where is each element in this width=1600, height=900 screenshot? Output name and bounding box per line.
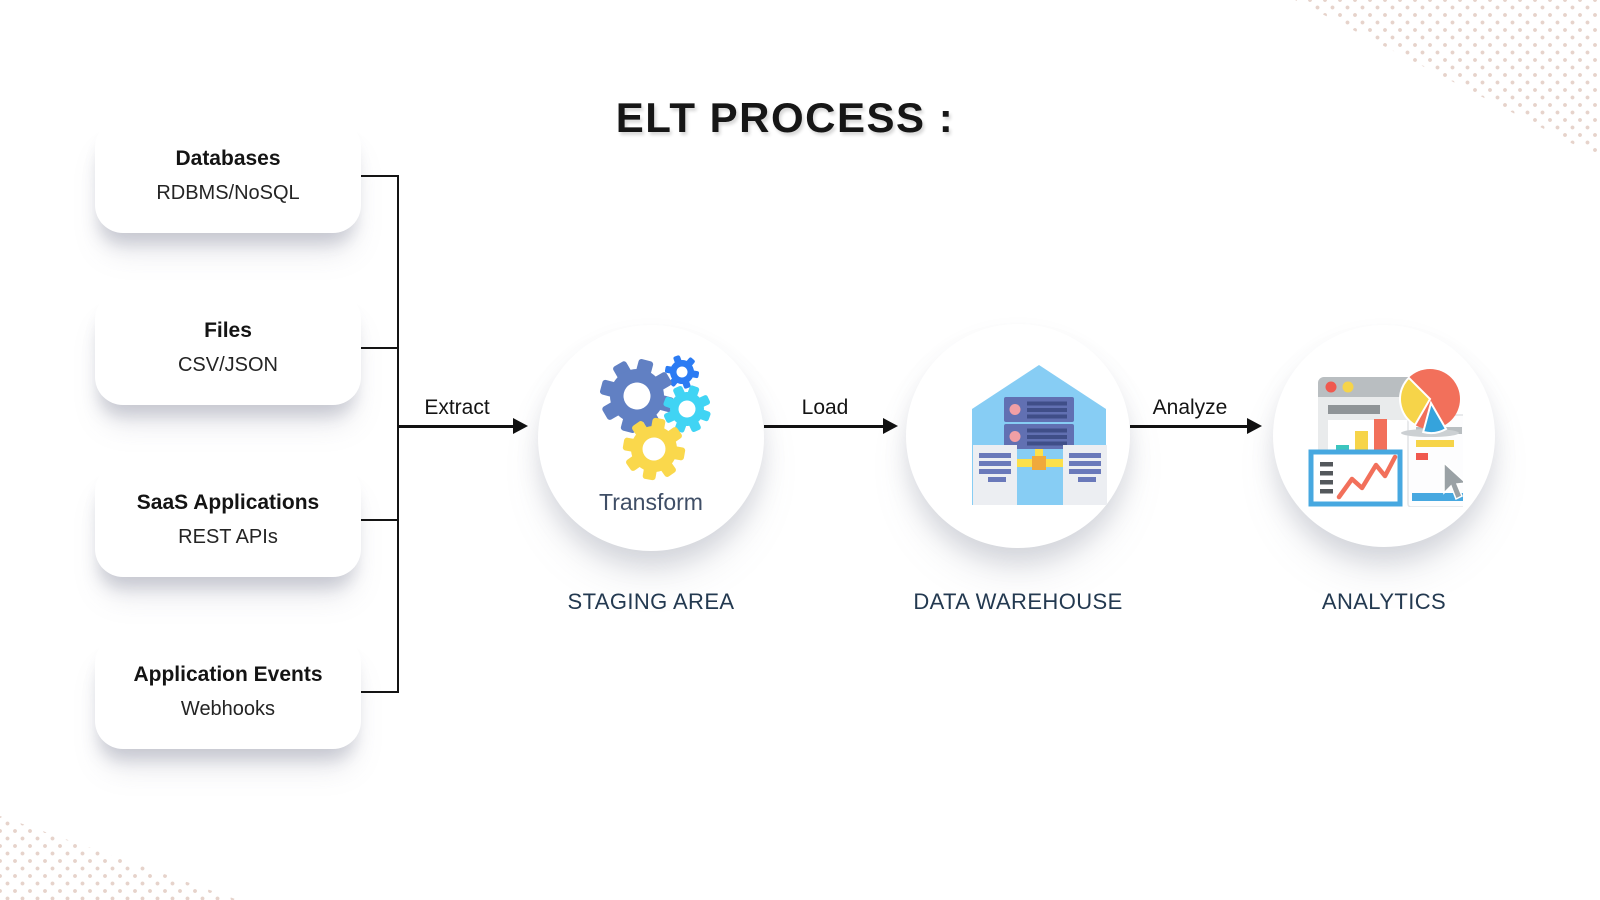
- load-arrow: [764, 425, 884, 428]
- extract-arrow: [398, 425, 514, 428]
- page-title: ELT PROCESS :: [615, 94, 955, 141]
- source-subtitle: CSV/JSON: [177, 354, 279, 376]
- source-title: SaaS Applications: [136, 491, 320, 514]
- connector-vertical-line: [397, 175, 399, 693]
- staging-caption: Transform: [599, 489, 703, 515]
- connector-stub-3: [361, 519, 398, 521]
- load-label: Load: [801, 396, 849, 419]
- source-card-events: Application Events Webhooks: [95, 635, 361, 749]
- staging-area-label: STAGING AREA: [567, 589, 735, 614]
- source-subtitle: REST APIs: [178, 526, 278, 548]
- connector-stub-1: [361, 175, 398, 177]
- connector-stub-2: [361, 347, 398, 349]
- data-warehouse-icon: [964, 357, 1114, 507]
- data-warehouse-label: DATA WAREHOUSE: [913, 589, 1123, 614]
- dot-pattern-bottom-left: [0, 816, 238, 900]
- analyze-arrow: [1130, 425, 1248, 428]
- extract-label: Extract: [424, 396, 490, 419]
- staging-area-node: Transform: [538, 325, 764, 551]
- source-subtitle: Webhooks: [180, 698, 276, 720]
- source-subtitle: RDBMS/NoSQL: [156, 182, 300, 204]
- connector-stub-4: [361, 691, 398, 693]
- analyze-label: Analyze: [1152, 396, 1228, 419]
- source-title: Application Events: [133, 663, 323, 686]
- analytics-node: [1273, 325, 1495, 547]
- load-arrowhead: [883, 418, 898, 434]
- extract-arrowhead: [513, 418, 528, 434]
- source-title: Databases: [175, 147, 281, 170]
- data-warehouse-node: [906, 324, 1130, 548]
- source-card-files: Files CSV/JSON: [95, 291, 361, 405]
- source-title: Files: [204, 319, 252, 342]
- source-card-databases: Databases RDBMS/NoSQL: [95, 119, 361, 233]
- source-card-saas: SaaS Applications REST APIs: [95, 463, 361, 577]
- analytics-icon: [1308, 357, 1471, 508]
- analyze-arrowhead: [1247, 418, 1262, 434]
- gears-icon: [588, 343, 728, 483]
- analytics-label: ANALYTICS: [1321, 589, 1447, 614]
